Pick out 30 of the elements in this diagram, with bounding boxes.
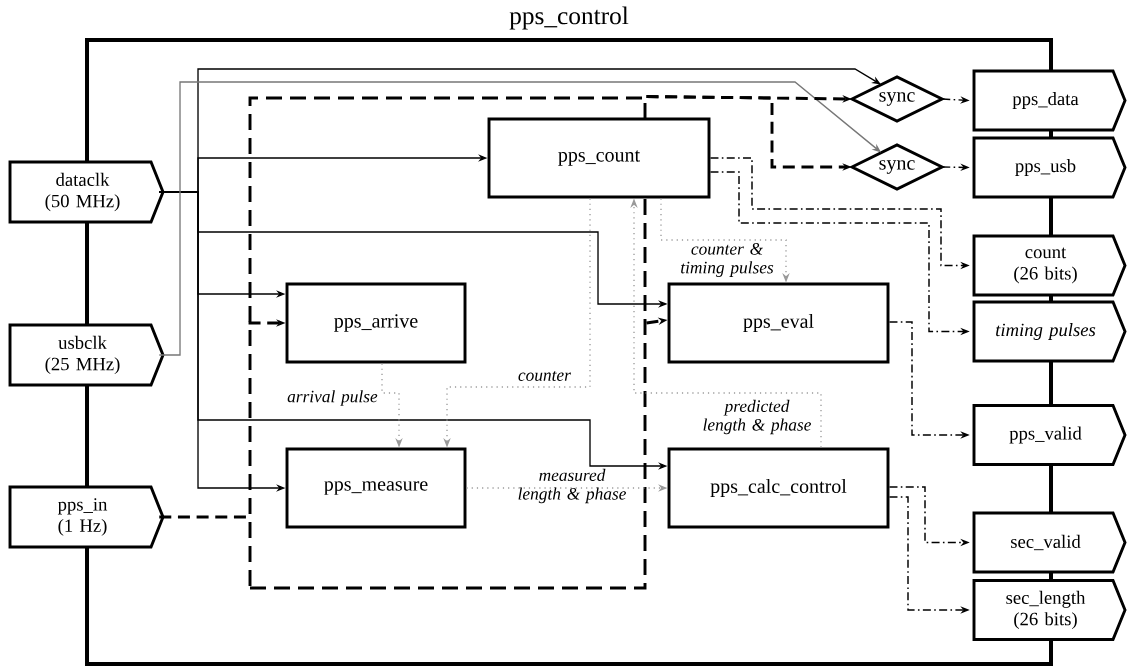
port-tag: dataclk (50 MHz): [8, 160, 165, 224]
process-box: pps_eval: [667, 282, 890, 364]
edge-label: counter & timing pulses: [681, 243, 774, 277]
edge-label: measured length & phase: [518, 468, 626, 504]
connector-line: [159, 515, 249, 519]
node-label: sec_length (26 bits): [1006, 590, 1086, 630]
edge-label: counter: [518, 371, 571, 381]
process-box: pps_measure: [285, 447, 467, 529]
port-tag: pps_usb: [972, 136, 1127, 199]
process-box: pps_arrive: [285, 282, 467, 364]
port-tag: timing pulses: [972, 300, 1127, 363]
edge-label: arrival pulse: [287, 390, 378, 406]
node-label: pps_control: [509, 6, 629, 30]
node-label: pps_usb: [1015, 159, 1076, 176]
port-tag: usbclk (25 MHz): [8, 323, 165, 387]
port-tag: pps_in (1 Hz): [8, 485, 165, 549]
node-label: timing pulses: [996, 323, 1096, 340]
node-label: pps_data: [1012, 92, 1079, 109]
process-box: pps_calc_control: [667, 447, 890, 529]
port-tag: count (26 bits): [972, 234, 1127, 297]
port-tag: sec_length (26 bits): [972, 579, 1127, 641]
group-frame: [248, 96, 647, 590]
node-label: sec_valid: [1011, 534, 1081, 551]
port-tag: sec_valid: [972, 511, 1127, 574]
node-label: pps_valid: [1009, 426, 1082, 444]
edge-label: predicted length & phase: [703, 399, 811, 435]
process-box: pps_count: [487, 117, 711, 199]
port-tag: pps_data: [972, 69, 1127, 132]
port-tag: pps_valid: [972, 404, 1127, 466]
node-label: count (26 bits): [1014, 247, 1077, 284]
